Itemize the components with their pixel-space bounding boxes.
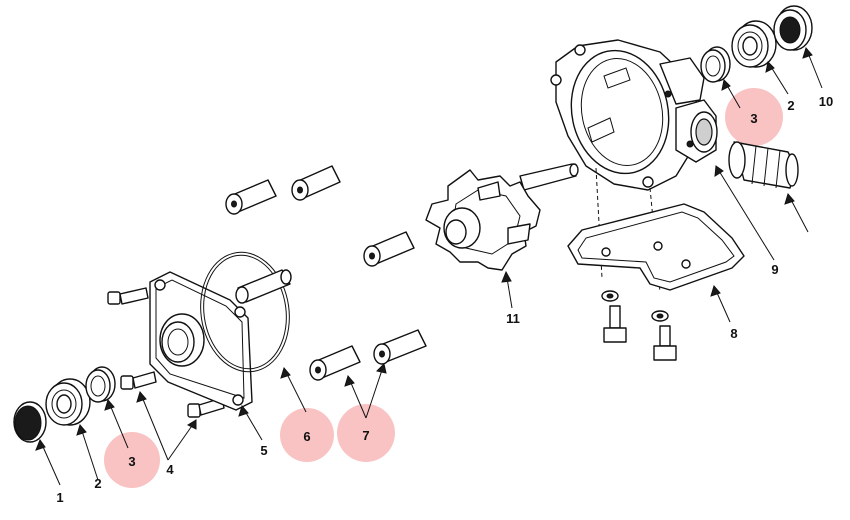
callout-3-right: 3: [750, 111, 757, 126]
arrowheads: [35, 46, 813, 451]
bearing-part-2-right: [731, 20, 777, 68]
callout-7: 7: [362, 428, 369, 443]
highlight-circle-3-left: [104, 432, 160, 488]
callout-6: 6: [303, 429, 310, 444]
roller-top-left: [225, 179, 277, 215]
bolt-part-4-top: [107, 287, 149, 305]
washer-right: [651, 310, 669, 322]
end-cap-part-1: [13, 401, 47, 443]
roller-top-right: [291, 165, 341, 201]
callout-2-right: 2: [787, 98, 794, 113]
o-ring-part-6: [200, 251, 290, 373]
callout-3-left: 3: [128, 454, 135, 469]
end-cap-part-10: [773, 5, 813, 51]
callout-1: 1: [56, 490, 63, 505]
hose-barb-fitting: [728, 141, 799, 189]
callout-8: 8: [730, 326, 737, 341]
dowel-pin-cover: [235, 269, 292, 304]
callout-4: 4: [166, 462, 174, 477]
impeller-part-11: [425, 163, 579, 271]
bolt-bracket-right: [653, 325, 677, 361]
bolt-part-4-mid: [120, 371, 157, 390]
highlight-circle-3-right: [725, 88, 783, 146]
callout-10: 10: [819, 94, 833, 109]
callout-2-left: 2: [94, 476, 101, 491]
bolt-bracket-left: [603, 305, 627, 343]
bearing-part-2-left: [45, 378, 91, 426]
seal-part-3-right: [700, 46, 731, 83]
mounting-bracket-part-8: [567, 203, 745, 291]
end-cover-part-5: [149, 271, 253, 411]
pump-body-part-9: [550, 39, 718, 191]
seal-part-3-left: [85, 366, 116, 403]
roller-part-7-left: [309, 345, 361, 381]
roller-part-7-right: [373, 329, 427, 365]
washer-left: [601, 290, 619, 302]
callout-5: 5: [260, 443, 267, 458]
roller-middle: [363, 231, 415, 267]
callout-11: 11: [506, 311, 520, 326]
callout-9: 9: [771, 262, 778, 277]
highlight-circle-6: [280, 408, 334, 462]
highlight-circle-7: [337, 404, 395, 462]
